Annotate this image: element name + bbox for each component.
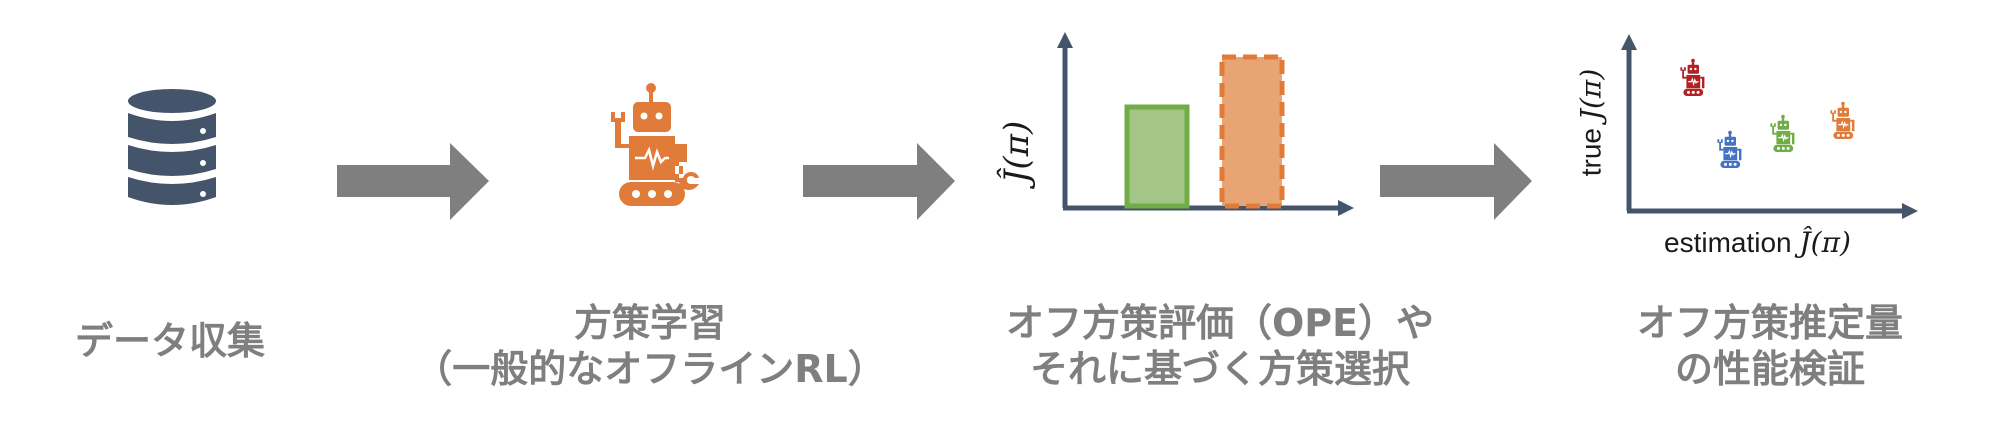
bar-green [1124, 104, 1190, 209]
stage-label-data-collection: データ収集 [74, 319, 265, 363]
arrow-right-icon [1380, 143, 1532, 220]
bar-chart: Ĵ(π) [990, 20, 1370, 220]
robot-icon [611, 83, 699, 206]
stage-label-ope: オフ方策評価（OPE）や それに基づく方策選択 [1005, 301, 1435, 391]
bar-chart-ylabel: Ĵ(π) [997, 120, 1037, 184]
database-icon [128, 89, 216, 205]
robot-marker-blue [1717, 130, 1742, 168]
arrow-right-icon [337, 143, 489, 220]
scatter-plot: true J(π) estimation Ĵ(π) [1560, 20, 2002, 270]
stage-label-estimator-validation: オフ方策推定量 の性能検証 [1636, 301, 1903, 391]
stage-label-policy-learning: 方策学習 （一般的なオフラインRL） [414, 301, 886, 391]
bar-orange-dashed [1219, 54, 1285, 209]
arrow-right-icon [803, 143, 955, 220]
scatter-ylabel: true J(π) [1574, 68, 1608, 177]
scatter-xlabel: estimation Ĵ(π) [1664, 226, 1851, 259]
robot-marker-orange [1830, 101, 1855, 139]
bar-chart-axes [1057, 32, 1354, 216]
robot-marker-green [1770, 114, 1795, 152]
robot-marker-red [1680, 58, 1705, 96]
scatter-axes [1621, 34, 1918, 219]
